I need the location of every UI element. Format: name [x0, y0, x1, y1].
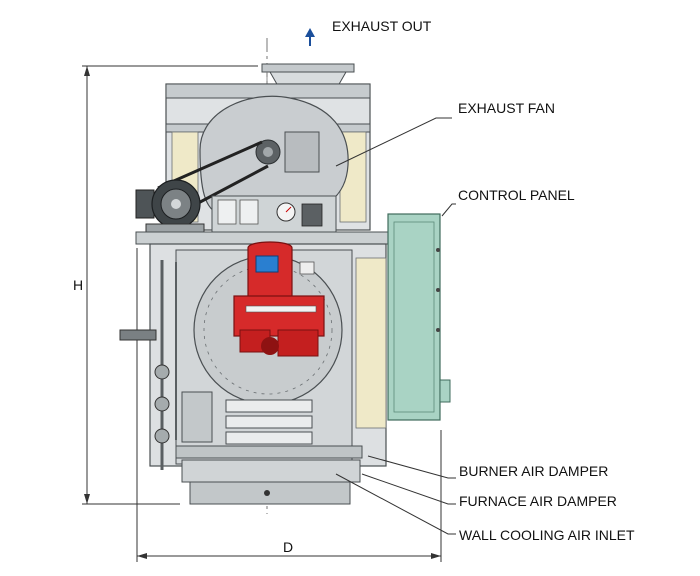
burner — [233, 241, 325, 357]
exhaust-arrow-icon — [305, 28, 315, 46]
label-wall-cooling-air-inlet: WALL COOLING AIR INLET — [459, 527, 635, 543]
exhaust-fan — [157, 95, 349, 220]
furnace-air-damper-leader — [361, 473, 456, 505]
fan-motor — [135, 179, 205, 235]
burner-display — [255, 255, 279, 273]
depth-label: D — [283, 539, 293, 555]
burner-air-damper-leader — [367, 455, 456, 479]
exhaust-fan-leader — [335, 117, 452, 167]
height-label: H — [73, 277, 83, 293]
base-skid — [181, 459, 361, 505]
exhaust-outlet — [261, 63, 355, 87]
depth-dimension: D — [136, 248, 442, 562]
label-exhaust-fan: EXHAUST FAN — [458, 100, 555, 116]
label-furnace-air-damper: FURNACE AIR DAMPER — [459, 493, 617, 509]
wall-cooling-air-inlet-leader — [335, 473, 456, 535]
gauge-panel — [211, 195, 337, 233]
control-panel — [387, 213, 451, 421]
control-panel-leader — [441, 203, 456, 217]
label-exhaust-out: EXHAUST OUT — [332, 18, 432, 34]
left-piping — [119, 260, 213, 470]
height-dimension: H — [73, 65, 258, 505]
label-burner-air-damper: BURNER AIR DAMPER — [459, 463, 608, 479]
label-control-panel: CONTROL PANEL — [458, 187, 575, 203]
air-dampers — [175, 399, 363, 459]
